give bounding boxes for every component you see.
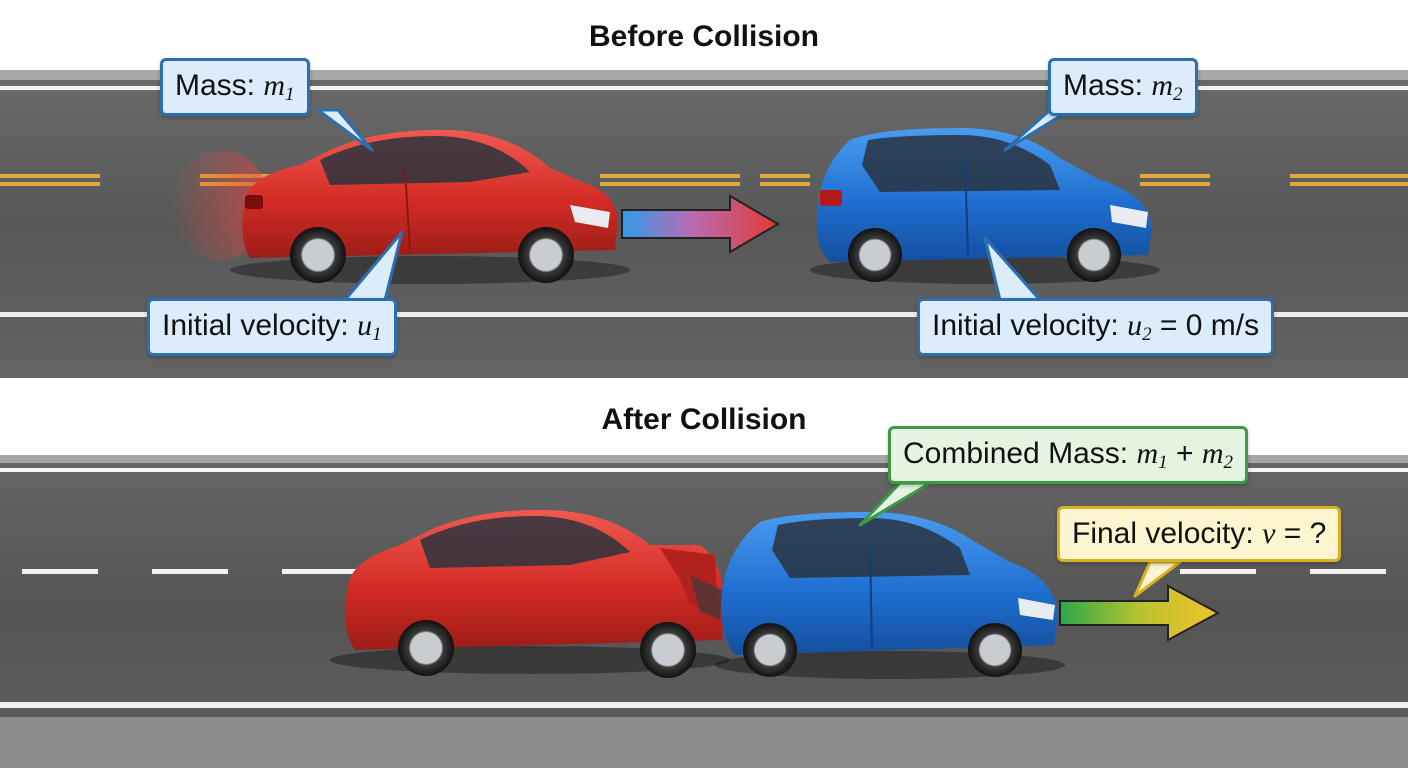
initial-velocity1-label: Initial velocity: u1 [147, 298, 397, 356]
mass2-label: Mass: m2 [1048, 58, 1198, 116]
mass1-var: m [263, 69, 286, 102]
initial-velocity2-label: Initial velocity: u2 = 0 m/s [917, 298, 1275, 356]
combined-mass-text: Combined Mass: [903, 437, 1137, 470]
combined-sub1: 1 [1158, 452, 1168, 473]
final-velocity-suffix: = ? [1275, 517, 1327, 550]
final-velocity-text: Final velocity: [1072, 517, 1263, 550]
vel2-label-text: Initial velocity: [932, 309, 1128, 342]
after-collision-title: After Collision [601, 403, 807, 436]
vel2-suffix: = 0 m/s [1151, 309, 1260, 342]
mass2-label-text: Mass: [1063, 69, 1152, 102]
vel1-sub: 1 [372, 324, 382, 345]
combined-var2: m [1201, 437, 1224, 470]
vel2-sub: 2 [1142, 324, 1152, 345]
final-velocity-var: v [1262, 517, 1276, 550]
mass2-var: m [1151, 69, 1174, 102]
combined-sub2: 2 [1223, 452, 1233, 473]
combined-plus: + [1167, 437, 1202, 470]
vel1-label-text: Initial velocity: [162, 309, 358, 342]
mass1-sub: 1 [285, 84, 295, 105]
mass1-label: Mass: m1 [160, 58, 310, 116]
vel2-var: u [1127, 309, 1143, 342]
combined-var1: m [1136, 437, 1159, 470]
road-after [0, 455, 1408, 768]
vel1-var: u [357, 309, 373, 342]
mass2-sub: 2 [1173, 84, 1183, 105]
final-velocity-label: Final velocity: v = ? [1057, 506, 1342, 562]
mass1-label-text: Mass: [175, 69, 264, 102]
combined-mass-label: Combined Mass: m1 + m2 [888, 426, 1248, 484]
before-collision-title: Before Collision [588, 20, 820, 53]
